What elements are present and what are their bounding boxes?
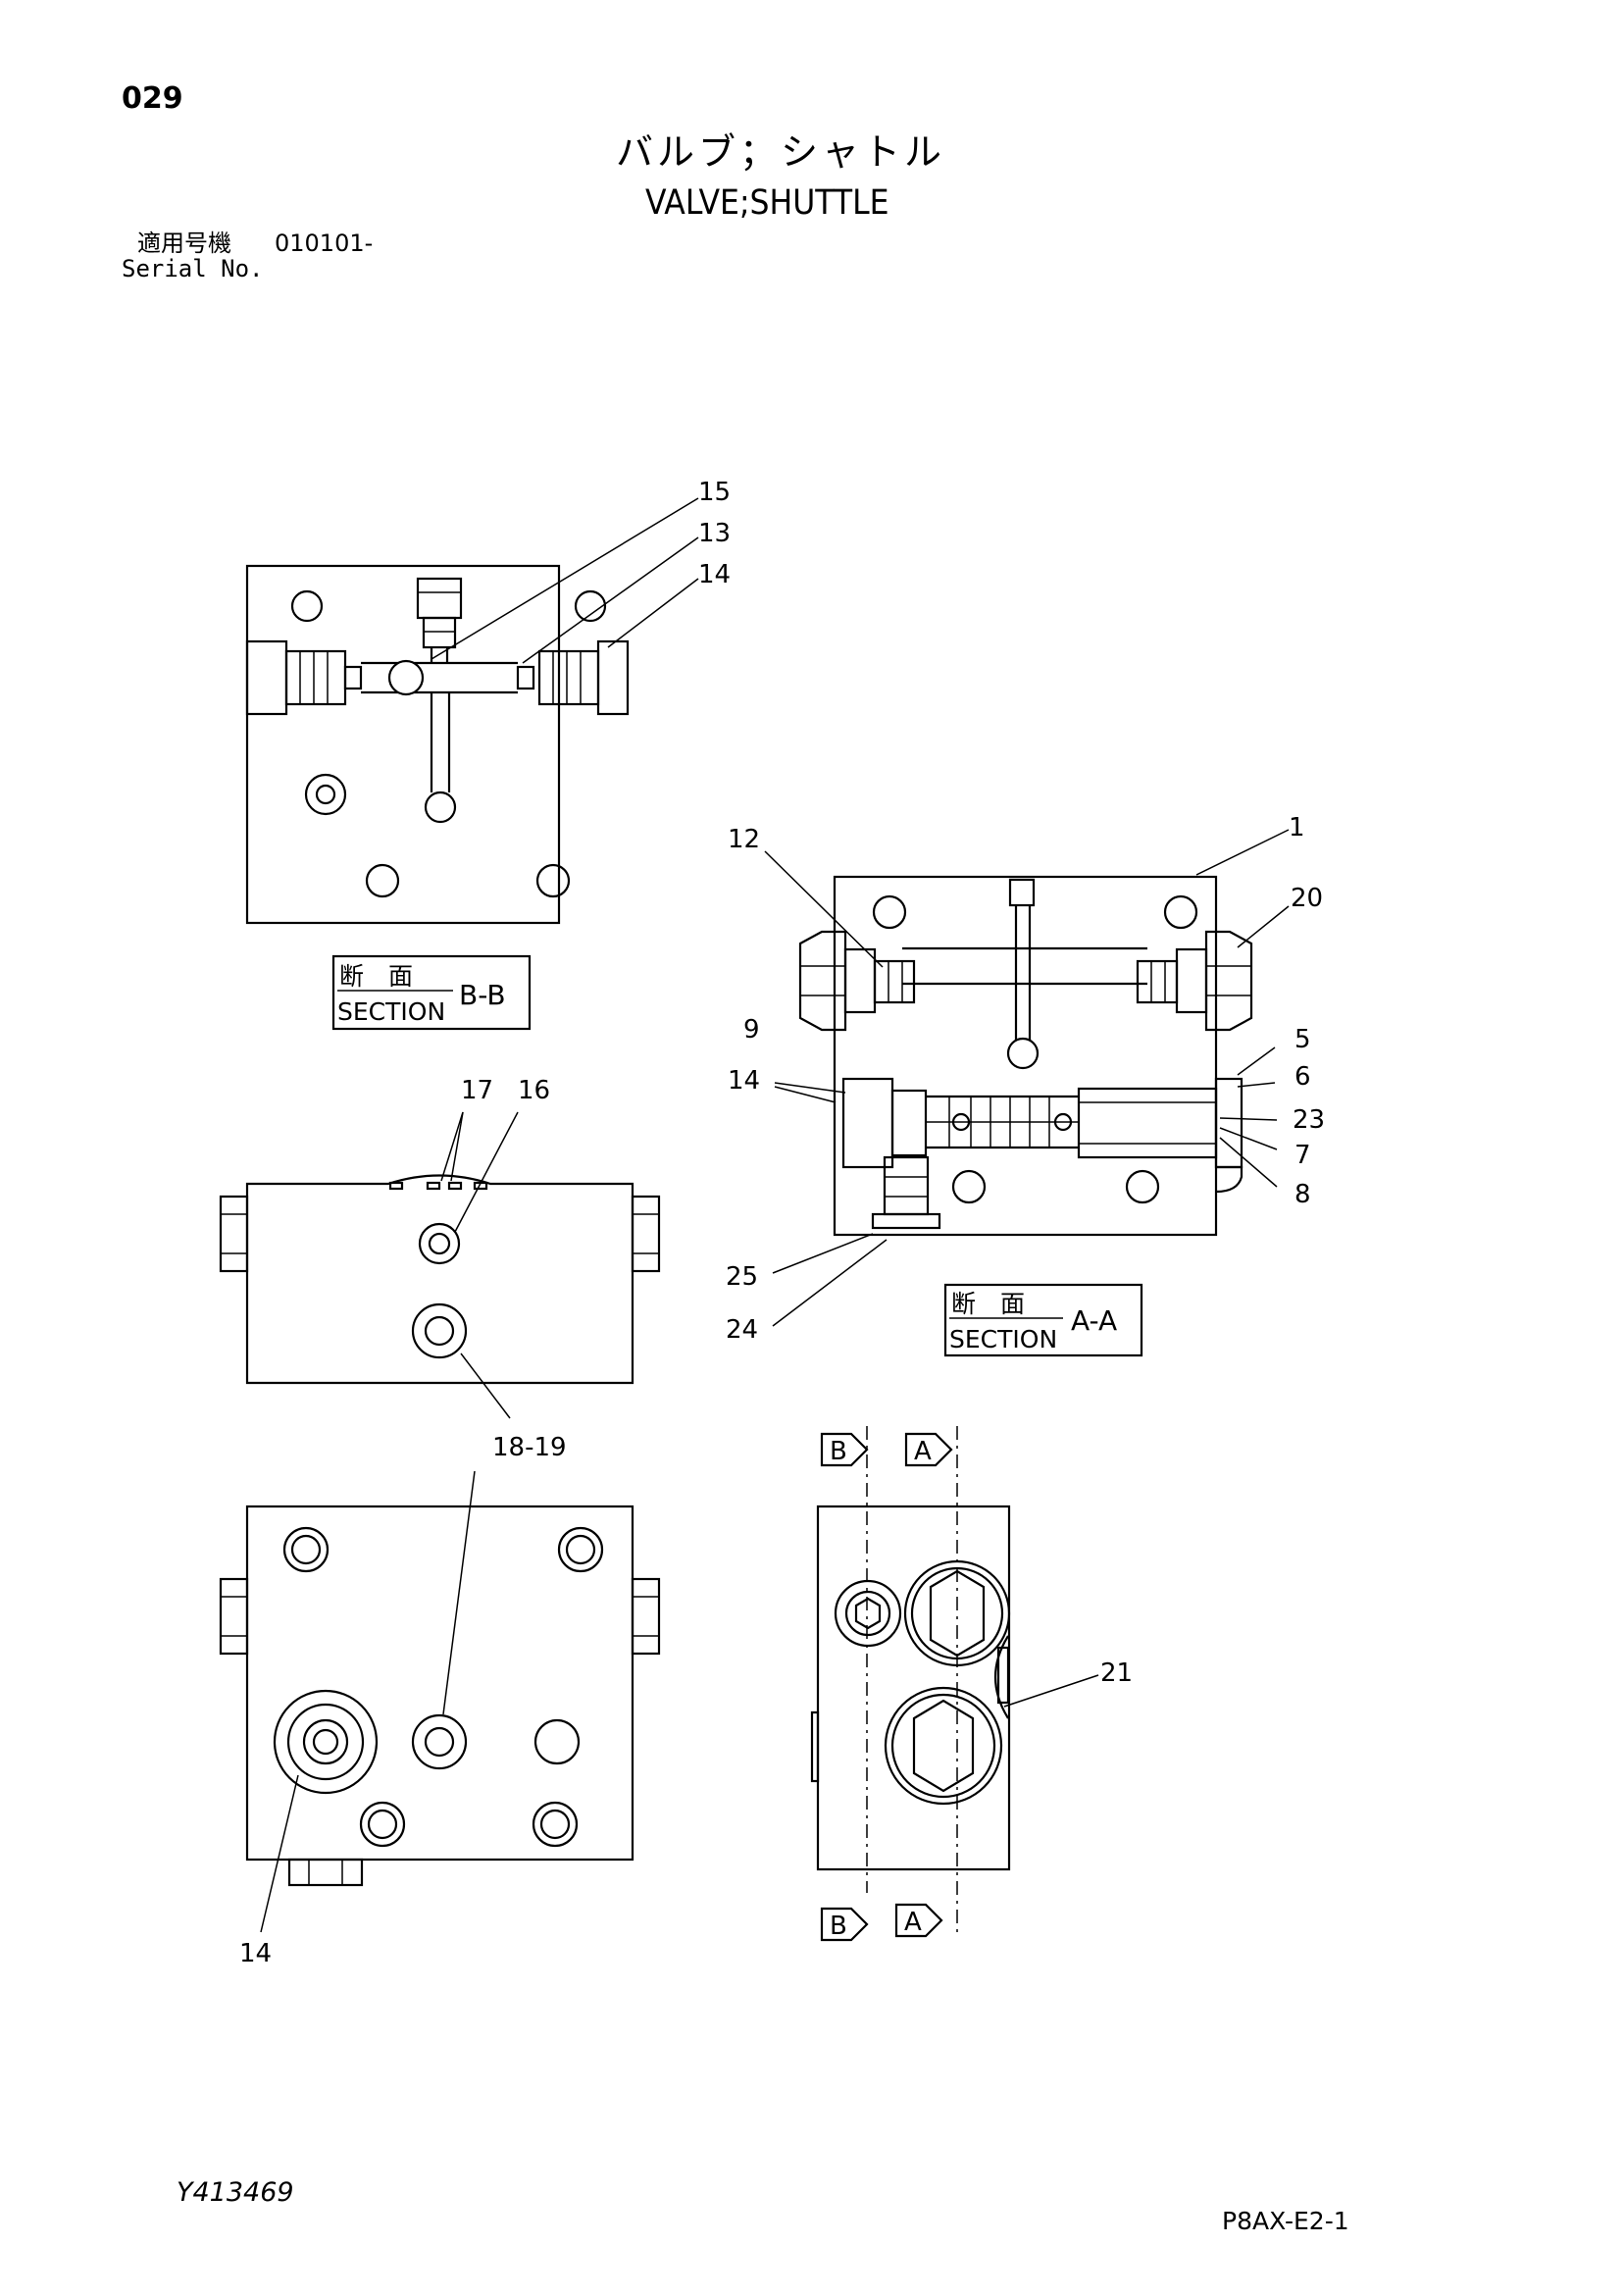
title-english: VALVE;SHUTTLE [645, 183, 889, 223]
callout-15: 15 [698, 478, 731, 507]
callout-17: 17 [461, 1076, 493, 1105]
front-view: 14 [219, 1470, 661, 1968]
callout-18-19: 18-19 [492, 1433, 567, 1462]
callout-9: 9 [743, 1015, 760, 1045]
section-marker-a-top-label: A [914, 1437, 932, 1466]
section-marker-b-top [820, 1432, 869, 1467]
serial-value: 010101- [275, 230, 374, 257]
callout-16: 16 [518, 1076, 550, 1105]
section-aa-view: 1 20 12 9 14 5 6 23 7 8 25 24 断 面 SECTIO… [726, 813, 1325, 1357]
callout-20: 20 [1291, 884, 1323, 913]
callout-7: 7 [1294, 1141, 1311, 1170]
sheet-code: P8AX-E2-1 [1222, 2207, 1349, 2235]
section-marker-a-bottom-label: A [904, 1908, 922, 1937]
callout-14-bottom: 14 [239, 1939, 272, 1968]
callout-14-top: 14 [698, 560, 731, 589]
section-marker-a-top [904, 1432, 953, 1467]
callout-14-mid: 14 [728, 1066, 760, 1096]
callout-23: 23 [1293, 1105, 1325, 1135]
section-bb-label-en: SECTION [337, 997, 445, 1026]
section-aa-id: A-A [1071, 1304, 1117, 1337]
top-view: 17 16 18-19 [219, 1076, 661, 1462]
section-marker-b-top-label: B [830, 1437, 847, 1466]
section-aa-label-en: SECTION [949, 1325, 1057, 1353]
page-number: 029 [122, 81, 183, 116]
title-japanese: バルブ；シャトル [616, 130, 946, 174]
section-marker-b-bottom-label: B [830, 1912, 847, 1941]
section-bb-view: 15 13 14 断 面 SECTION B-B [245, 478, 731, 1031]
callout-21: 21 [1100, 1658, 1133, 1688]
callout-6: 6 [1294, 1062, 1311, 1092]
callout-13: 13 [698, 519, 731, 548]
callout-8: 8 [1294, 1180, 1311, 1209]
section-bb-id: B-B [459, 979, 506, 1011]
serial-label-english: Serial No. [122, 255, 264, 282]
section-bb-label-ja: 断 面 [339, 962, 413, 991]
side-view: 21 B A B A [810, 1426, 1133, 1942]
section-aa-label-ja: 断 面 [951, 1290, 1025, 1318]
callout-1: 1 [1289, 813, 1305, 842]
section-marker-a-bottom [894, 1903, 943, 1938]
callout-12: 12 [728, 825, 760, 854]
serial-label-japanese: 適用号機 [137, 230, 231, 257]
callout-25: 25 [726, 1262, 758, 1292]
section-marker-b-bottom [820, 1907, 869, 1942]
callout-5: 5 [1294, 1025, 1311, 1054]
callout-24: 24 [726, 1315, 758, 1345]
drawing-number: Y413469 [177, 2177, 294, 2208]
